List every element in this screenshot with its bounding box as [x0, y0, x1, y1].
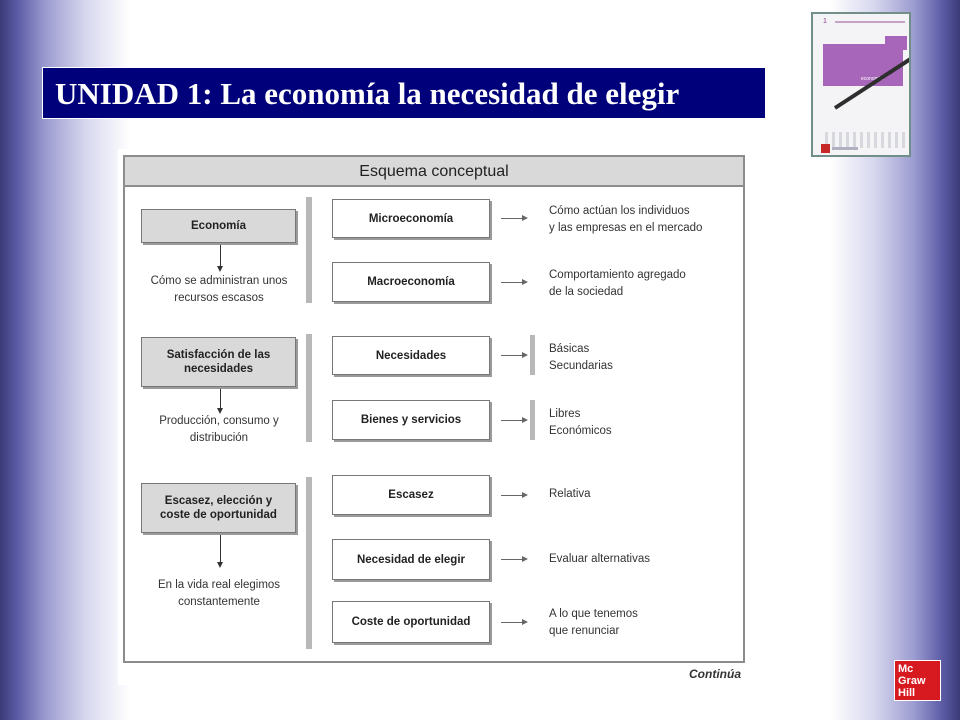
result-line: Básicas: [549, 341, 613, 358]
branch-label: Necesidad de elegir: [357, 554, 465, 566]
mcgraw-hill-logo: Mc Graw Hill: [894, 660, 941, 701]
result-line: Cómo actúan los individuos: [549, 203, 702, 220]
right-arrow: [501, 495, 523, 496]
branch-result: A lo que tenemos que renunciar: [549, 606, 638, 639]
result-line: Económicos: [549, 423, 612, 440]
concept-scheme: Esquema conceptual Economía Cómo se admi…: [118, 149, 751, 685]
branch-result: Básicas Secundarias: [549, 341, 613, 374]
concept-description: En la vida real elegimos constantemente: [155, 577, 283, 610]
concept-description: Producción, consumo y distribución: [155, 413, 283, 446]
concept-description: Cómo se administran unos recursos escaso…: [141, 273, 297, 306]
branch-result: Libres Económicos: [549, 406, 612, 439]
slide-title: UNIDAD 1: La economía la necesidad de el…: [42, 67, 766, 119]
branch-box-macroeconomia: Macroeconomía: [332, 262, 490, 302]
right-arrow: [501, 420, 523, 421]
result-line: y las empresas en el mercado: [549, 220, 702, 237]
result-line: Relativa: [549, 486, 591, 503]
branch-box-escasez: Escasez: [332, 475, 490, 515]
right-arrow: [501, 559, 523, 560]
section-separator: [306, 197, 312, 303]
branch-label: Coste de oportunidad: [352, 616, 471, 628]
result-line: A lo que tenemos: [549, 606, 638, 623]
branch-result: Relativa: [549, 486, 591, 503]
result-line: de la sociedad: [549, 284, 686, 301]
result-line: Libres: [549, 406, 612, 423]
result-line: Comportamiento agregado: [549, 267, 686, 284]
branch-result: Comportamiento agregado de la sociedad: [549, 267, 686, 300]
branch-box-necesidades: Necesidades: [332, 336, 490, 375]
branch-label: Macroeconomía: [367, 276, 455, 288]
logo-line: Graw: [898, 675, 937, 687]
result-bracket: [530, 335, 535, 375]
result-line: Secundarias: [549, 358, 613, 375]
branch-label: Bienes y servicios: [361, 414, 461, 426]
concept-box-escasez: Escasez, elección y coste de oportunidad: [141, 483, 296, 533]
branch-box-necesidad-de-elegir: Necesidad de elegir: [332, 539, 490, 580]
book-purple-tab: [885, 36, 907, 50]
down-arrow: [220, 245, 221, 267]
book-chapter-number: 1: [823, 18, 827, 25]
branch-box-microeconomia: Microeconomía: [332, 199, 490, 238]
book-publisher-mark: [821, 144, 830, 153]
book-stripe: [835, 21, 905, 23]
branch-label: Microeconomía: [369, 213, 453, 225]
right-arrow: [501, 218, 523, 219]
right-arrow: [501, 282, 523, 283]
book-publisher-bar: [832, 147, 858, 150]
branch-label: Necesidades: [376, 350, 446, 362]
concept-box-economia: Economía: [141, 209, 296, 243]
branch-result: Cómo actúan los individuos y las empresa…: [549, 203, 702, 236]
concept-box-satisfaccion: Satisfacción de las necesidades: [141, 337, 296, 387]
concept-label: Satisfacción de las necesidades: [159, 348, 279, 377]
scheme-header: Esquema conceptual: [125, 157, 743, 187]
book-rule-lines: [825, 132, 905, 148]
section-separator: [306, 334, 312, 442]
branch-label: Escasez: [388, 489, 433, 501]
scheme-frame: Esquema conceptual Economía Cómo se admi…: [123, 155, 745, 663]
branch-box-bienes-servicios: Bienes y servicios: [332, 400, 490, 440]
branch-result: Evaluar alternativas: [549, 551, 650, 568]
branch-box-coste-de-oportunidad: Coste de oportunidad: [332, 601, 490, 643]
book-cover-image: 1 economía: [811, 12, 911, 157]
concept-label: Escasez, elección y coste de oportunidad: [154, 494, 284, 523]
result-bracket: [530, 400, 535, 440]
down-arrow: [220, 389, 221, 409]
logo-line: Hill: [898, 687, 937, 699]
concept-label: Economía: [191, 219, 246, 233]
logo-line: Mc: [898, 663, 937, 675]
right-arrow: [501, 622, 523, 623]
section-separator: [306, 477, 312, 649]
result-line: que renunciar: [549, 623, 638, 640]
continued-label: Continúa: [689, 667, 741, 681]
down-arrow: [220, 535, 221, 563]
result-line: Evaluar alternativas: [549, 551, 650, 568]
right-arrow: [501, 355, 523, 356]
